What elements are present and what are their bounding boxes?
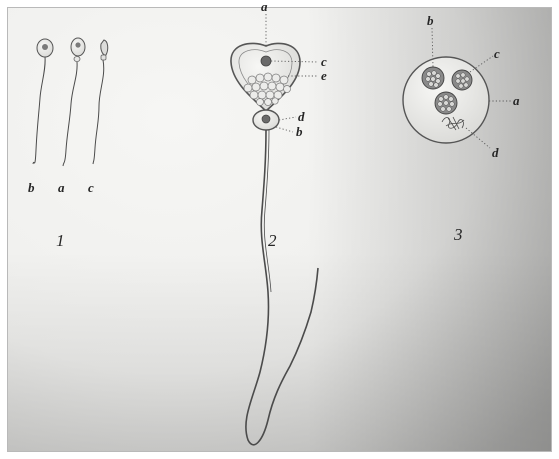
figure-2-label-e: e: [321, 68, 327, 83]
figure-1-label-a: a: [58, 180, 65, 195]
figure-2-label-a: a: [261, 0, 268, 14]
figure-2-label-b: b: [296, 124, 303, 139]
figure-2-number: 2: [268, 231, 277, 250]
figure-3-label-c: c: [494, 46, 500, 61]
figure-3-label-a: a: [513, 93, 520, 108]
figure-1-number: 1: [56, 231, 65, 250]
figure-3-label-d: d: [492, 145, 499, 160]
figure-3-label-b: b: [427, 13, 434, 28]
figure-2-label-d: d: [298, 109, 305, 124]
figure-2-nucleus: [261, 56, 271, 66]
figure-3-granule-cluster-left: [422, 67, 444, 89]
figure-3-granule-cluster-bottom: [435, 92, 457, 114]
figure-3-number: 3: [453, 225, 463, 244]
figure-1-label-c: c: [88, 180, 94, 195]
figure-2-label-c: c: [321, 54, 327, 69]
figure-1-label-b: b: [28, 180, 35, 195]
figure-3-granule-cluster-right: [452, 70, 472, 90]
